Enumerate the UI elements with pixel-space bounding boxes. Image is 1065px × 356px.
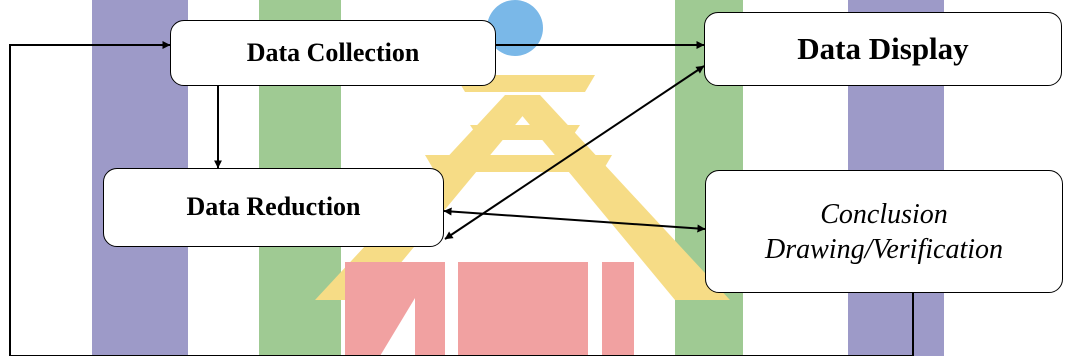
node-data-display: Data Display — [704, 12, 1062, 86]
feedback-loop-conclusion-to-collection — [9, 41, 914, 356]
node-conclusion-drawing-verification: Conclusion Drawing/Verification — [705, 170, 1063, 293]
node-data-reduction: Data Reduction — [103, 168, 444, 247]
globe-icon — [487, 0, 543, 56]
node-data-reduction-label: Data Reduction — [186, 192, 361, 222]
node-conclusion-label-line1: Conclusion — [820, 198, 948, 230]
node-data-collection-label: Data Collection — [246, 37, 420, 67]
arrow-reduction-conclusion-bidirectional — [443, 207, 706, 233]
node-data-collection: Data Collection — [170, 20, 496, 86]
emblem-book-shape — [345, 262, 634, 356]
node-conclusion-label-line2: Drawing/Verification — [765, 233, 1003, 265]
node-data-display-label: Data Display — [797, 30, 969, 66]
